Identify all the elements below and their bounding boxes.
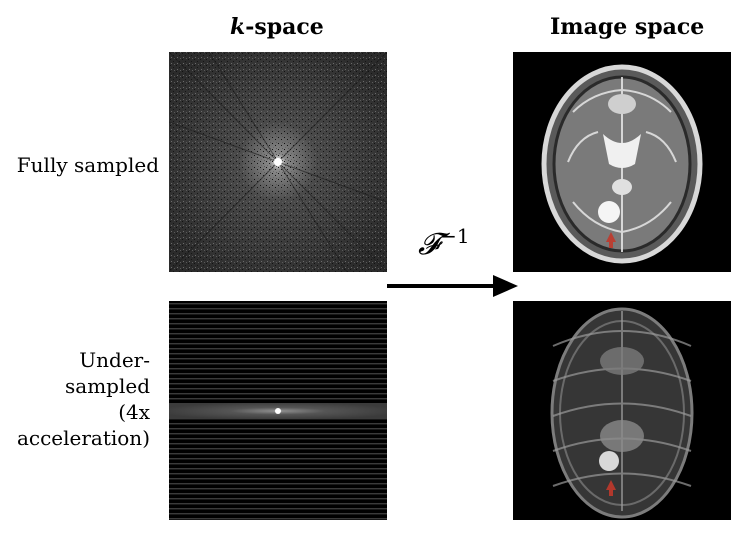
image-space-heading: Image space [550, 14, 705, 40]
transform-arrow [387, 275, 518, 297]
kspace-heading-k: k [230, 14, 246, 40]
under-sampled-line: sampled [65, 374, 150, 398]
under-sampled-line: (4x [118, 400, 150, 424]
kspace-under-sampled-panel [169, 301, 387, 520]
image-under-sampled-panel [513, 301, 731, 520]
inverse-fourier-operator: 𝓕−1 [418, 224, 470, 262]
kspace-heading: k-space [230, 14, 324, 40]
kspace-fully-sampled-panel [169, 52, 387, 272]
under-sampled-line: acceleration) [16, 426, 150, 450]
under-sampled-label: Under- sampled (4x acceleration) [17, 347, 150, 451]
kspace-heading-suffix: -space [245, 14, 324, 40]
operator-exponent: −1 [440, 224, 470, 248]
brain-fully-sampled-image [541, 64, 703, 264]
operator-symbol: 𝓕 [418, 227, 441, 262]
under-sampled-line: Under- [79, 348, 150, 372]
image-fully-sampled-panel [513, 52, 731, 272]
fully-sampled-label: Fully sampled [16, 153, 159, 177]
brain-under-sampled-image [550, 307, 694, 519]
kspace-under-sampled-image [169, 301, 387, 520]
kspace-fully-sampled-image [169, 52, 387, 272]
